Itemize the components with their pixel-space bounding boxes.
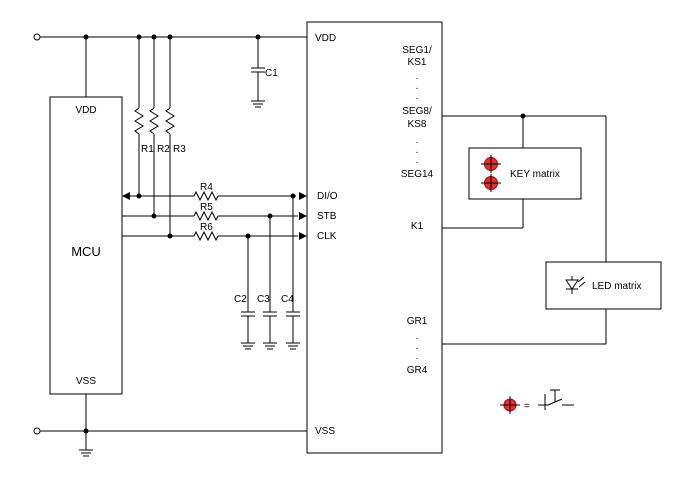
- r5-label: R5: [200, 202, 213, 213]
- driver-ellipsis: .: [416, 91, 419, 102]
- mcu-vss-label: VSS: [76, 376, 96, 387]
- driver-ellipsis: .: [416, 331, 419, 342]
- driver-k1-label: K1: [411, 221, 424, 232]
- capacitor-icon: [241, 236, 255, 350]
- driver-vdd-label: VDD: [315, 33, 336, 44]
- capacitor-icon: [263, 216, 277, 350]
- driver-ellipsis: .: [416, 351, 419, 362]
- c4-label: C4: [281, 294, 294, 305]
- driver-ellipsis: .: [416, 145, 419, 156]
- driver-seg8-label: SEG8/: [402, 106, 432, 117]
- key-switch-icon: [481, 174, 501, 192]
- mcu-chip: [49, 96, 123, 395]
- resistor-icon: [149, 37, 159, 216]
- driver-ellipsis: .: [416, 71, 419, 82]
- resistor-icon: [165, 37, 175, 236]
- r6-label: R6: [200, 222, 213, 233]
- driver-gr4-label: GR4: [407, 365, 428, 376]
- driver-vss-label: VSS: [315, 426, 335, 437]
- driver-dio-label: DI/O: [317, 191, 338, 202]
- dio-line: [122, 190, 307, 202]
- driver-ellipsis: .: [416, 341, 419, 352]
- led-matrix-label: LED matrix: [592, 281, 641, 292]
- r4-label: R4: [200, 182, 213, 193]
- led-matrix-block: [545, 261, 662, 310]
- segment-bus: [442, 113, 607, 345]
- stb-line: [122, 210, 307, 222]
- push-switch-icon: [538, 389, 574, 410]
- mcu-vdd-label: VDD: [75, 105, 96, 116]
- key-matrix-block: [468, 147, 582, 200]
- driver-ks1-label: KS1: [408, 57, 427, 68]
- c3-label: C3: [257, 294, 270, 305]
- driver-stb-label: STB: [317, 211, 337, 222]
- driver-ellipsis: .: [416, 81, 419, 92]
- vss-rail: [33, 394, 307, 450]
- capacitor-icon: [286, 196, 300, 350]
- c1-label: C1: [265, 68, 278, 79]
- driver-ks8-label: KS8: [408, 119, 427, 130]
- driver-gr1-label: GR1: [407, 316, 428, 327]
- driver-seg14-label: SEG14: [401, 169, 434, 180]
- driver-ellipsis: .: [416, 155, 419, 166]
- driver-ellipsis: .: [416, 135, 419, 146]
- r3-label: R3: [173, 144, 186, 155]
- r1-label: R1: [141, 144, 154, 155]
- key-switch-icon: [500, 396, 520, 414]
- clk-line: [122, 230, 307, 242]
- driver-seg1-label: SEG1/: [402, 45, 432, 56]
- key-switch-icon: [481, 155, 501, 173]
- r2-label: R2: [157, 144, 170, 155]
- led-icon: [565, 276, 586, 294]
- legend-equals: =: [524, 401, 530, 412]
- resistor-icon: [134, 37, 144, 196]
- mcu-name-label: MCU: [71, 244, 101, 259]
- capacitor-icon: [251, 37, 265, 101]
- ground-icon: [251, 100, 265, 108]
- ground-icon: [79, 449, 93, 457]
- key-matrix-label: KEY matrix: [510, 169, 560, 180]
- driver-clk-label: CLK: [317, 231, 337, 242]
- c2-label: C2: [234, 294, 247, 305]
- driver-chip: [306, 21, 443, 454]
